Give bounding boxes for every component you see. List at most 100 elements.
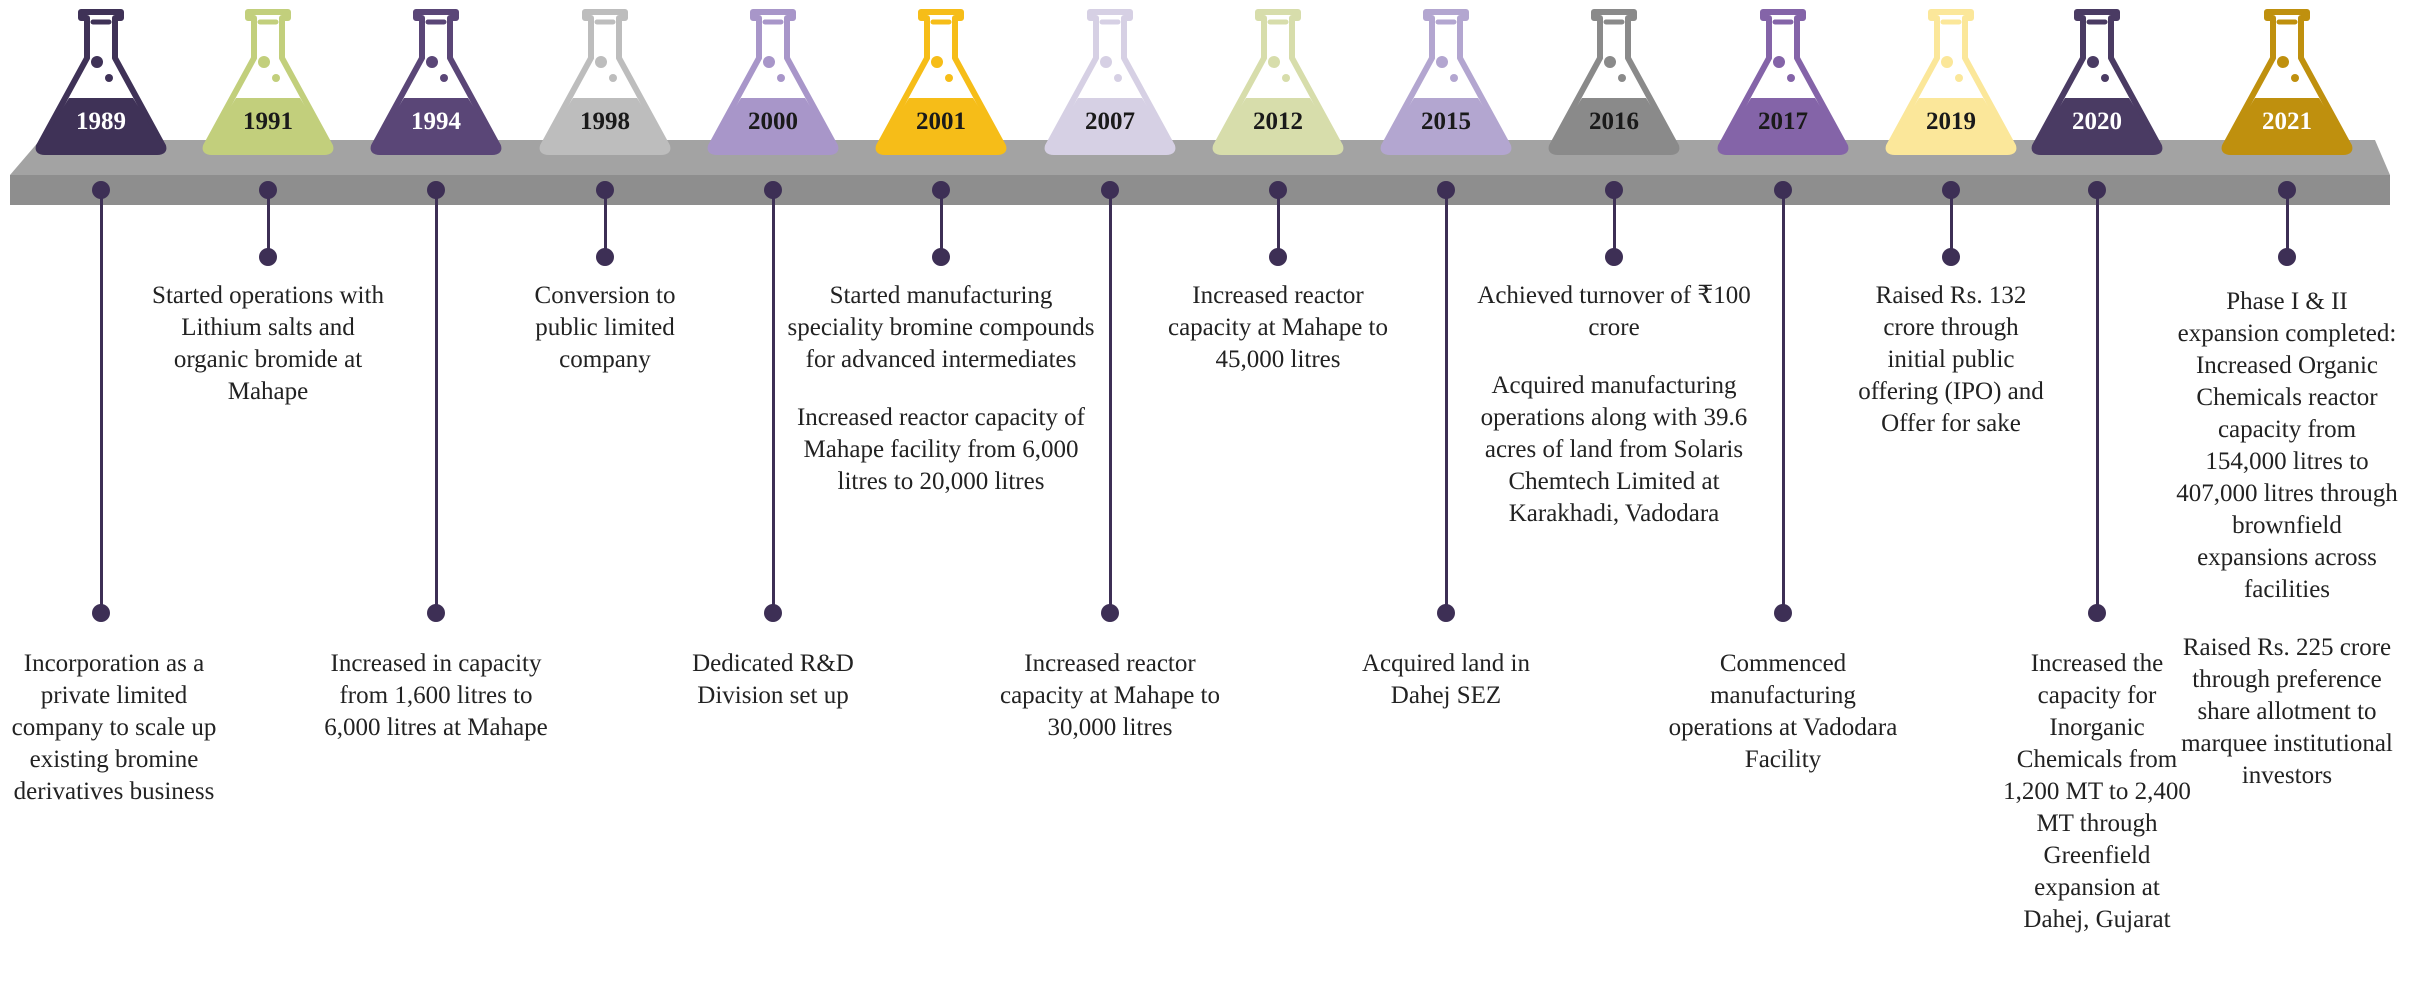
milestone-text: Conversion to public limited company [534, 282, 676, 373]
milestone-year: 2012 [1253, 108, 1303, 135]
timeline-bar-right-edge [2375, 140, 2390, 175]
connector-line [1949, 190, 1953, 257]
flask-icon [2217, 6, 2357, 156]
milestone-description: Phase I & II expansion completed: Increa… [2176, 286, 2398, 792]
milestone-text: Increased reactor capacity of Mahape fac… [796, 404, 1085, 495]
milestone-description: Commenced manufacturing operations at Va… [1668, 648, 1898, 776]
timeline-dot [1942, 181, 1960, 199]
connector-line [266, 190, 270, 257]
milestone-text: Achieved turnover of ₹100 crore [1477, 282, 1751, 341]
connector-line [603, 190, 607, 257]
milestone-text: Raised Rs. 225 crore through preference … [2181, 634, 2393, 789]
connector-end-dot [1437, 604, 1455, 622]
flask-icon [1376, 6, 1516, 156]
connector-line [1108, 190, 1112, 613]
milestone-text: Raised Rs. 132 crore through initial pub… [1858, 282, 2044, 437]
milestone-description: Started operations with Lithium salts an… [148, 280, 388, 408]
milestone-text: Started operations with Lithium salts an… [152, 282, 384, 405]
milestone-year: 2016 [1589, 108, 1639, 135]
milestone-text: Phase I & II expansion completed: Increa… [2176, 288, 2398, 603]
timeline-dot [1437, 181, 1455, 199]
milestone-description: Acquired land in Dahej SEZ [1346, 648, 1546, 712]
milestone-description: Dedicated R&D Division set up [658, 648, 888, 712]
milestone-description: Incorporation as a private limited compa… [4, 648, 224, 808]
milestone-description: Started manufacturing speciality bromine… [781, 280, 1101, 498]
timeline-dot [427, 181, 445, 199]
flask-icon [871, 6, 1011, 156]
connector-line [1444, 190, 1448, 613]
flask-icon [366, 6, 506, 156]
milestone-text: Started manufacturing speciality bromine… [787, 282, 1095, 373]
connector-line [99, 190, 103, 613]
milestone-year: 1998 [580, 108, 630, 135]
timeline-dot [1605, 181, 1623, 199]
connector-end-dot [259, 248, 277, 266]
milestone-text: Increased reactor capacity at Mahape to … [1167, 282, 1389, 373]
milestone-year: 1994 [411, 108, 461, 135]
connector-line [1781, 190, 1785, 613]
connector-line [2285, 190, 2289, 257]
milestone-year: 2021 [2262, 108, 2312, 135]
milestone-year: 2017 [1758, 108, 1808, 135]
timeline-dot [259, 181, 277, 199]
flask-icon [31, 6, 171, 156]
connector-line [1276, 190, 1280, 257]
milestone-year: 2001 [916, 108, 966, 135]
timeline-bar-left-edge [10, 140, 40, 175]
connector-end-dot [1269, 248, 1287, 266]
milestone-text: Incorporation as a private limited compa… [11, 650, 217, 805]
flask-icon [535, 6, 675, 156]
milestone-year: 1989 [76, 108, 126, 135]
milestone-year: 2015 [1421, 108, 1471, 135]
milestone-text: Increased reactor capacity at Mahape to … [999, 650, 1221, 741]
connector-end-dot [596, 248, 614, 266]
timeline-dot [1774, 181, 1792, 199]
milestone-description: Increased in capacity from 1,600 litres … [316, 648, 556, 744]
timeline-dot [764, 181, 782, 199]
milestone-description: Increased reactor capacity at Mahape to … [995, 648, 1225, 744]
connector-end-dot [932, 248, 950, 266]
timeline-dot [2278, 181, 2296, 199]
milestone-year: 2007 [1085, 108, 1135, 135]
milestone-text: Increased the capacity for Inorganic Che… [2003, 650, 2191, 933]
connector-end-dot [2088, 604, 2106, 622]
flask-icon [703, 6, 843, 156]
timeline-dot [596, 181, 614, 199]
connector-end-dot [1942, 248, 1960, 266]
milestone-text: Commenced manufacturing operations at Va… [1668, 650, 1898, 773]
timeline-bar [10, 175, 2390, 205]
connector-end-dot [764, 604, 782, 622]
milestone-year: 2000 [748, 108, 798, 135]
milestone-text: Dedicated R&D Division set up [692, 650, 854, 709]
flask-icon [1208, 6, 1348, 156]
connector-end-dot [1605, 248, 1623, 266]
milestone-text: Acquired manufacturing operations along … [1480, 372, 1748, 527]
flask-icon [1881, 6, 2021, 156]
milestone-text: Increased in capacity from 1,600 litres … [324, 650, 548, 741]
flask-icon [1544, 6, 1684, 156]
flask-icon [1040, 6, 1180, 156]
connector-line [939, 190, 943, 257]
connector-line [2095, 190, 2099, 613]
milestone-description: Conversion to public limited company [505, 280, 705, 376]
milestone-text: Acquired land in Dahej SEZ [1361, 650, 1530, 709]
milestone-year: 1991 [243, 108, 293, 135]
milestone-description: Raised Rs. 132 crore through initial pub… [1856, 280, 2046, 440]
timeline-dot [92, 181, 110, 199]
connector-end-dot [427, 604, 445, 622]
milestone-year: 2020 [2072, 108, 2122, 135]
flask-icon [198, 6, 338, 156]
connector-end-dot [1774, 604, 1792, 622]
connector-end-dot [2278, 248, 2296, 266]
connector-end-dot [92, 604, 110, 622]
milestone-description: Increased reactor capacity at Mahape to … [1158, 280, 1398, 376]
milestone-year: 2019 [1926, 108, 1976, 135]
flask-icon [1713, 6, 1853, 156]
flask-icon [2027, 6, 2167, 156]
connector-line [771, 190, 775, 613]
timeline-dot [932, 181, 950, 199]
connector-line [434, 190, 438, 613]
connector-line [1612, 190, 1616, 257]
